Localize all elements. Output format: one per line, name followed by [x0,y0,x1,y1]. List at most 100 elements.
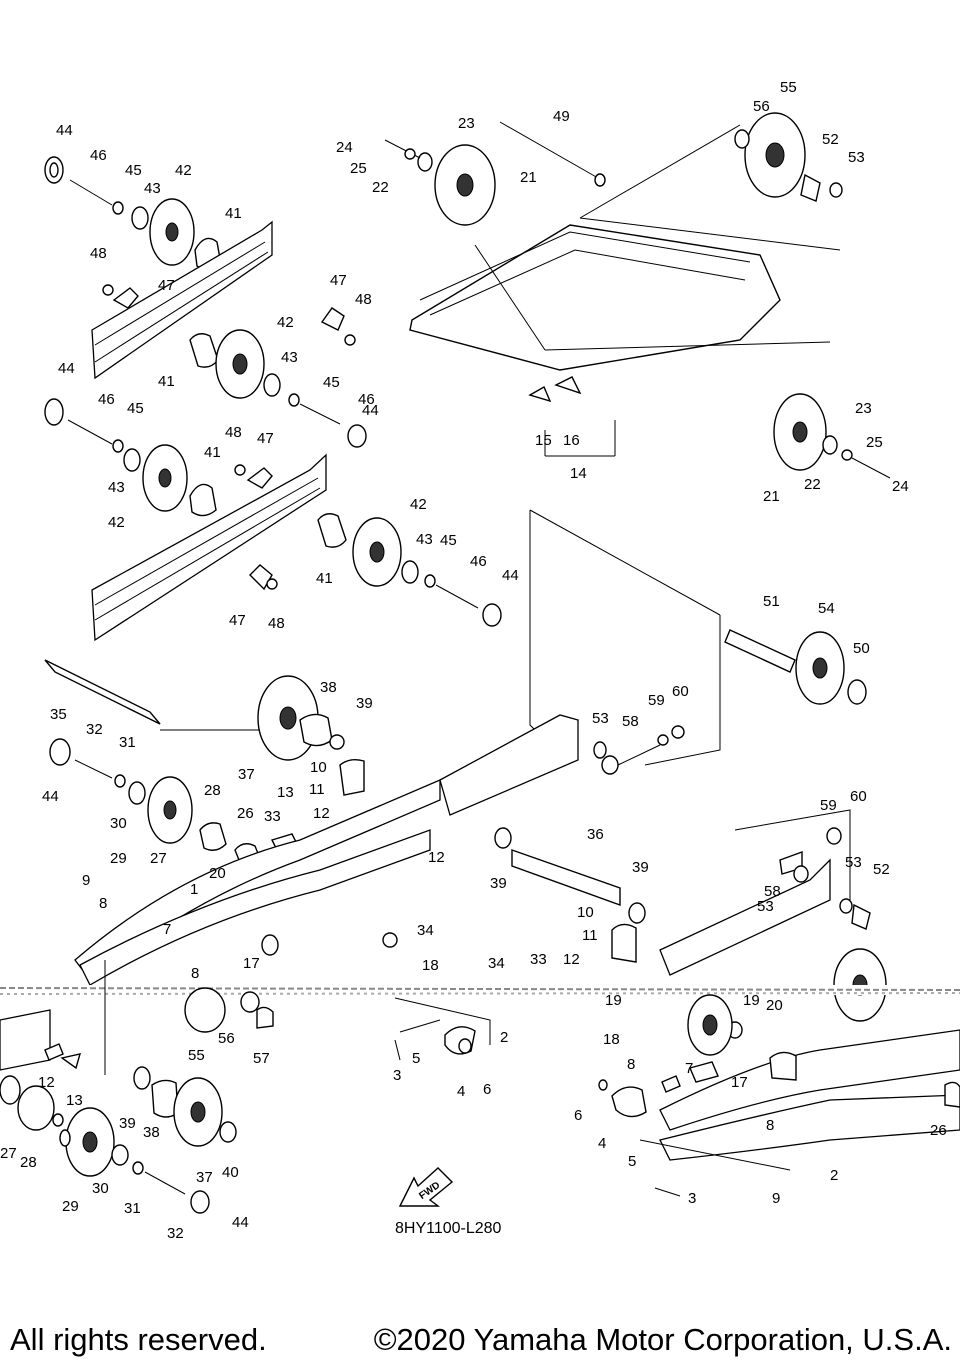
callout-41: 41 [204,444,221,461]
callout-42: 42 [175,162,192,179]
callout-60: 60 [672,683,689,700]
callout-41: 41 [158,373,175,390]
callout-46: 46 [98,391,115,408]
callout-48: 48 [355,291,372,308]
callout-47: 47 [330,272,347,289]
callout-8: 8 [627,1056,635,1073]
callout-34: 34 [488,955,505,972]
callout-13: 13 [277,784,294,801]
callout-26: 26 [930,1122,947,1139]
callout-21: 21 [763,488,780,505]
callout-12: 12 [38,1074,55,1091]
callout-39: 39 [632,859,649,876]
callout-48: 48 [225,424,242,441]
callout-17: 17 [243,955,260,972]
callout-9: 9 [772,1190,780,1207]
callout-23: 23 [855,400,872,417]
callout-45: 45 [440,532,457,549]
callout-2: 2 [830,1167,838,1184]
main-rail-group [44,659,887,1022]
callout-30: 30 [92,1180,109,1197]
callout-53: 53 [845,854,862,871]
callout-58: 58 [622,713,639,730]
callout-27: 27 [0,1145,17,1162]
callout-20: 20 [766,997,783,1014]
callout-21: 21 [520,169,537,186]
callout-20: 20 [209,865,226,882]
callout-42: 42 [277,314,294,331]
callout-1: 1 [190,881,198,898]
callout-27: 27 [150,850,167,867]
callout-26: 26 [237,805,254,822]
callout-28: 28 [204,782,221,799]
callout-55: 55 [780,79,797,96]
callout-11: 11 [309,781,325,798]
callout-47: 47 [257,430,274,447]
callout-18: 18 [603,1031,620,1048]
scan-glitch-band [0,985,960,995]
callout-38: 38 [143,1124,160,1141]
callout-18: 18 [422,957,439,974]
callout-24: 24 [892,478,909,495]
callout-14: 14 [570,465,587,482]
callout-57: 57 [253,1050,270,1067]
callout-5: 5 [628,1153,636,1170]
callout-48: 48 [268,615,285,632]
callout-labels: 44 46 45 43 42 41 48 47 47 48 42 43 41 4… [0,79,947,1242]
callout-15: 15 [535,432,552,449]
callout-53: 53 [848,149,865,166]
callout-39: 39 [119,1115,136,1132]
callout-49: 49 [553,108,570,125]
track-group [384,112,891,479]
diagram-code: 8HY1100-L280 [395,1220,502,1237]
callout-12: 12 [428,849,445,866]
callout-34: 34 [417,922,434,939]
callout-13: 13 [66,1092,83,1109]
callout-4: 4 [598,1135,606,1152]
callout-25: 25 [350,160,367,177]
callout-12: 12 [563,951,580,968]
callout-56: 56 [218,1030,235,1047]
callout-32: 32 [86,721,103,738]
callout-58: 58 [764,883,781,900]
callout-40: 40 [222,1164,239,1181]
callout-32: 32 [167,1225,184,1242]
callout-29: 29 [62,1198,79,1215]
callout-52: 52 [873,861,890,878]
callout-36: 36 [587,826,604,843]
callout-43: 43 [108,479,125,496]
callout-12: 12 [313,805,330,822]
callout-35: 35 [50,706,67,723]
callout-30: 30 [110,815,127,832]
callout-51: 51 [763,593,780,610]
callout-42: 42 [410,496,427,513]
callout-7: 7 [685,1060,693,1077]
callout-46: 46 [358,391,375,408]
callout-41: 41 [225,205,242,222]
callout-25: 25 [866,434,883,451]
callout-7: 7 [163,921,171,938]
callout-24: 24 [336,139,353,156]
callout-3: 3 [393,1067,401,1084]
callout-22: 22 [804,476,821,493]
footer-rights: All rights reserved. [10,1322,267,1357]
callout-11: 11 [582,927,598,944]
callout-8: 8 [99,895,107,912]
callout-4: 4 [457,1083,465,1100]
callout-44: 44 [232,1214,249,1231]
callout-52: 52 [822,131,839,148]
lower-section: FWD [0,960,960,1214]
callout-17: 17 [731,1074,748,1091]
callout-39: 39 [490,875,507,892]
callout-56: 56 [753,98,770,115]
callout-28: 28 [20,1154,37,1171]
callout-44: 44 [58,360,75,377]
callout-23: 23 [458,115,475,132]
callout-31: 31 [124,1200,141,1217]
callout-54: 54 [818,600,835,617]
callout-44: 44 [56,122,73,139]
callout-33: 33 [530,951,547,968]
callout-53: 53 [592,710,609,727]
callout-48: 48 [90,245,107,262]
callout-9: 9 [82,872,90,889]
